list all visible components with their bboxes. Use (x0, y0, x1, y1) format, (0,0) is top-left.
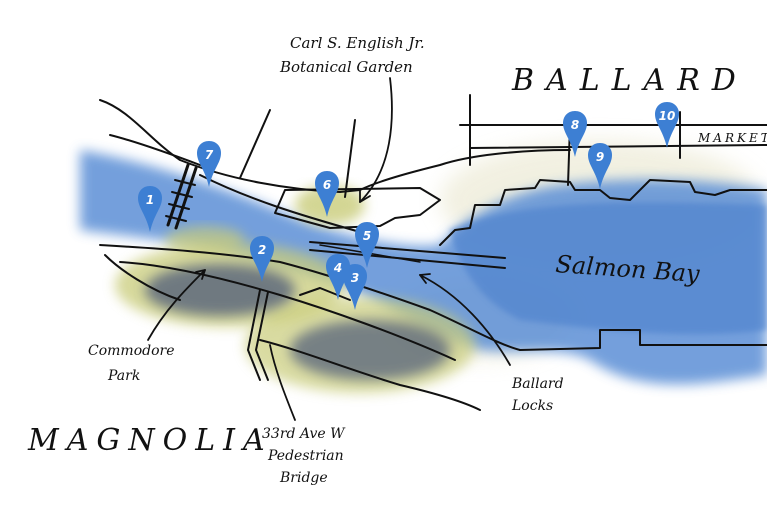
commodore-label-line2: Park (107, 368, 140, 384)
map-pin-1[interactable]: 1 (138, 186, 162, 232)
ballard-label: BALLARD (511, 63, 748, 98)
ink-lines (99, 94, 767, 411)
map-pin-8[interactable]: 8 (563, 111, 587, 157)
map-pins: 1 2 3 4 5 6 7 8 (138, 102, 679, 310)
svg-text:10: 10 (659, 109, 676, 123)
commodore-label-line1: Commodore (88, 343, 175, 359)
garden-label-line1: Carl S. English Jr. (290, 34, 425, 52)
svg-text:2: 2 (258, 243, 266, 257)
svg-text:1: 1 (146, 193, 154, 207)
map-pin-3[interactable]: 3 (343, 264, 367, 310)
map-pin-10[interactable]: 10 (655, 102, 679, 148)
map-pin-4[interactable]: 4 (326, 254, 350, 300)
map-pin-2[interactable]: 2 (250, 236, 274, 282)
svg-text:9: 9 (596, 150, 604, 164)
map-pin-9[interactable]: 9 (588, 143, 612, 189)
annotation-arrows (147, 77, 511, 421)
bridge-arrow (269, 344, 296, 421)
locks-arrow (419, 274, 511, 366)
svg-text:4: 4 (333, 261, 342, 275)
commodore-arrow (147, 269, 206, 341)
water (80, 150, 767, 385)
bridge-label-line1: 33rd Ave W (262, 426, 346, 442)
bridge-label-line2: Pedestrian (267, 448, 344, 464)
market-street-label: MARKET (697, 131, 767, 145)
map-pin-7[interactable]: 7 (197, 141, 221, 187)
svg-text:8: 8 (571, 118, 579, 132)
locks-label-line1: Ballard (511, 376, 564, 392)
garden-arrow (359, 77, 393, 203)
svg-text:6: 6 (323, 178, 331, 192)
map-pin-6[interactable]: 6 (315, 171, 339, 217)
locks-label-line2: Locks (511, 398, 553, 414)
map-pin-5[interactable]: 5 (355, 222, 379, 268)
svg-text:7: 7 (205, 148, 214, 162)
garden-label-line2: Botanical Garden (279, 58, 413, 76)
svg-text:5: 5 (363, 229, 371, 243)
svg-text:3: 3 (351, 271, 359, 285)
bridge-label-line3: Bridge (279, 470, 328, 486)
magnolia-label: MAGNOLIA (27, 423, 273, 458)
vegetation (115, 185, 475, 393)
